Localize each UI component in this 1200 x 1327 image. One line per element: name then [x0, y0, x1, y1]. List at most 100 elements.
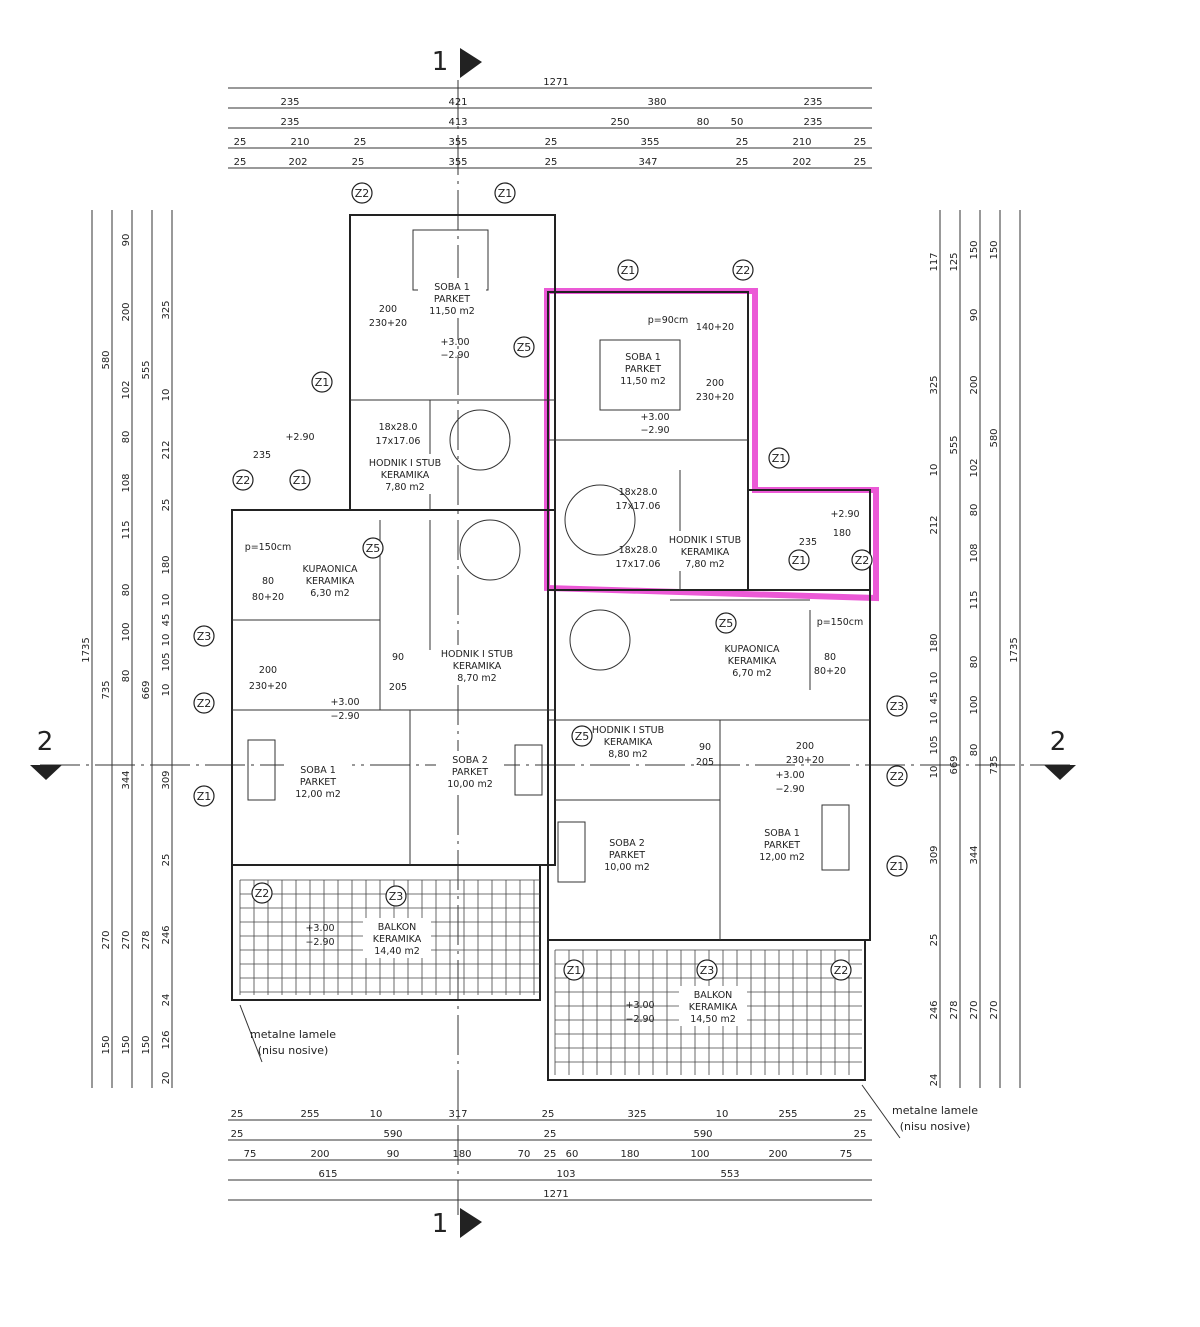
- dimension-value: 75: [244, 1149, 257, 1160]
- dimension-note: −2.90: [625, 1014, 654, 1025]
- dimension-value: 200: [310, 1149, 329, 1160]
- dimension-value: 270: [989, 1000, 1000, 1019]
- dimension-value: 325: [627, 1109, 646, 1120]
- dimension-value: 25: [854, 137, 867, 148]
- dimension-value: 325: [929, 375, 940, 394]
- dimension-value: 255: [778, 1109, 797, 1120]
- dimension-value: 10: [370, 1109, 383, 1120]
- dimension-value: 80: [969, 656, 980, 669]
- dimension-note: 205: [696, 757, 714, 768]
- dimension-value: 70: [518, 1149, 531, 1160]
- dimension-note: 205: [389, 682, 407, 693]
- dimension-value: 90: [969, 309, 980, 322]
- dimension-note: 80+20: [252, 592, 284, 603]
- room-area: 6,30 m2: [310, 588, 349, 599]
- dimension-note: 90: [699, 742, 711, 753]
- zone-marker-label: Z5: [366, 542, 381, 555]
- zone-marker-icon: [563, 959, 585, 981]
- dimension-value: 25: [854, 1109, 867, 1120]
- dimension-value: 344: [121, 770, 132, 789]
- room-area: 10,00 m2: [604, 862, 650, 873]
- dimension-value: 103: [556, 1169, 575, 1180]
- dimension-value: 1735: [81, 637, 92, 662]
- room-name: BALKON: [378, 922, 417, 933]
- zone-marker-label: Z1: [772, 452, 787, 465]
- dimension-value: 100: [690, 1149, 709, 1160]
- section-marker-top: 1: [432, 47, 449, 77]
- zone-marker-icon: [251, 882, 273, 904]
- zone-marker-label: Z5: [517, 341, 532, 354]
- dimension-value: 25: [736, 137, 749, 148]
- room-name: SOBA 1: [764, 828, 800, 839]
- dimension-value: 344: [969, 845, 980, 864]
- dimension-note: +3.00: [640, 412, 669, 423]
- zone-marker-label: Z1: [890, 860, 905, 873]
- dimension-note: +2.90: [285, 432, 314, 443]
- dimension-note: +3.00: [330, 697, 359, 708]
- dimension-value: 235: [803, 97, 822, 108]
- room-label-bg: [363, 918, 431, 958]
- section-arrow-right: [1044, 765, 1076, 780]
- dimension-value: 150: [989, 240, 1000, 259]
- dimension-value: 180: [929, 633, 940, 652]
- room-floor: PARKET: [764, 840, 800, 851]
- dimension-value: 115: [121, 520, 132, 539]
- room-name: HODNIK I STUB: [369, 458, 441, 469]
- dimension-note: 18x28.0: [379, 422, 418, 433]
- dimension-value: 246: [929, 1000, 940, 1019]
- dimension-value: 590: [693, 1129, 712, 1140]
- dimension-value: 90: [387, 1149, 400, 1160]
- zone-marker-icon: [193, 692, 215, 714]
- dimension-note: 90: [392, 652, 404, 663]
- dimension-value: 210: [290, 137, 309, 148]
- dimension-value: 25: [234, 137, 247, 148]
- room-name: SOBA 1: [300, 765, 336, 776]
- room-area: 12,00 m2: [759, 852, 805, 863]
- dimension-value: 25: [854, 1129, 867, 1140]
- zone-marker-icon: [788, 549, 810, 571]
- dimension-value: 80: [121, 431, 132, 444]
- dimension-value: 355: [448, 157, 467, 168]
- zone-marker-label: Z2: [197, 697, 212, 710]
- zone-marker-icon: [289, 469, 311, 491]
- dimension-note: −2.90: [775, 784, 804, 795]
- zone-marker-label: Z2: [355, 187, 370, 200]
- zone-marker-icon: [494, 182, 516, 204]
- room-area: 11,50 m2: [429, 306, 475, 317]
- dimension-value: 25: [736, 157, 749, 168]
- dimension-value: 10: [716, 1109, 729, 1120]
- dimension-value: 555: [141, 360, 152, 379]
- dimension-note: 18x28.0: [619, 545, 658, 556]
- dimension-value: 200: [121, 302, 132, 321]
- dimension-value: 380: [647, 97, 666, 108]
- dimension-value: 235: [280, 97, 299, 108]
- dimension-value: 235: [803, 117, 822, 128]
- dimension-note: −2.90: [305, 937, 334, 948]
- dimension-notes: +3.00−2.90+3.00−2.90200230+20200230+20p=…: [245, 304, 864, 1025]
- dimension-value: 150: [121, 1035, 132, 1054]
- dimension-value: 180: [161, 555, 172, 574]
- zone-marker-icon: [886, 695, 908, 717]
- section-marker-left: 2: [37, 727, 54, 757]
- dimension-value: 80: [697, 117, 710, 128]
- room-area: 8,70 m2: [457, 673, 496, 684]
- room-floor: PARKET: [434, 294, 470, 305]
- zone-marker-label: Z5: [719, 617, 734, 630]
- room-label-bg: [748, 824, 816, 864]
- room-label-bg: [679, 986, 747, 1026]
- dimension-note: 230+20: [696, 392, 734, 403]
- zone-marker-icon: [886, 855, 908, 877]
- dimension-note: 200: [259, 665, 277, 676]
- dimension-note: 200: [706, 378, 724, 389]
- zone-marker-label: Z2: [834, 964, 849, 977]
- dimension-note: +3.00: [305, 923, 334, 934]
- walls: [231, 214, 871, 1081]
- dimension-value: 105: [929, 735, 940, 754]
- dimension-value: 250: [610, 117, 629, 128]
- dimension-value: 150: [141, 1035, 152, 1054]
- dimension-note: +3.00: [775, 770, 804, 781]
- zone-marker-icon: [311, 371, 333, 393]
- room-label-bg: [443, 645, 511, 685]
- zone-marker-label: Z1: [197, 790, 212, 803]
